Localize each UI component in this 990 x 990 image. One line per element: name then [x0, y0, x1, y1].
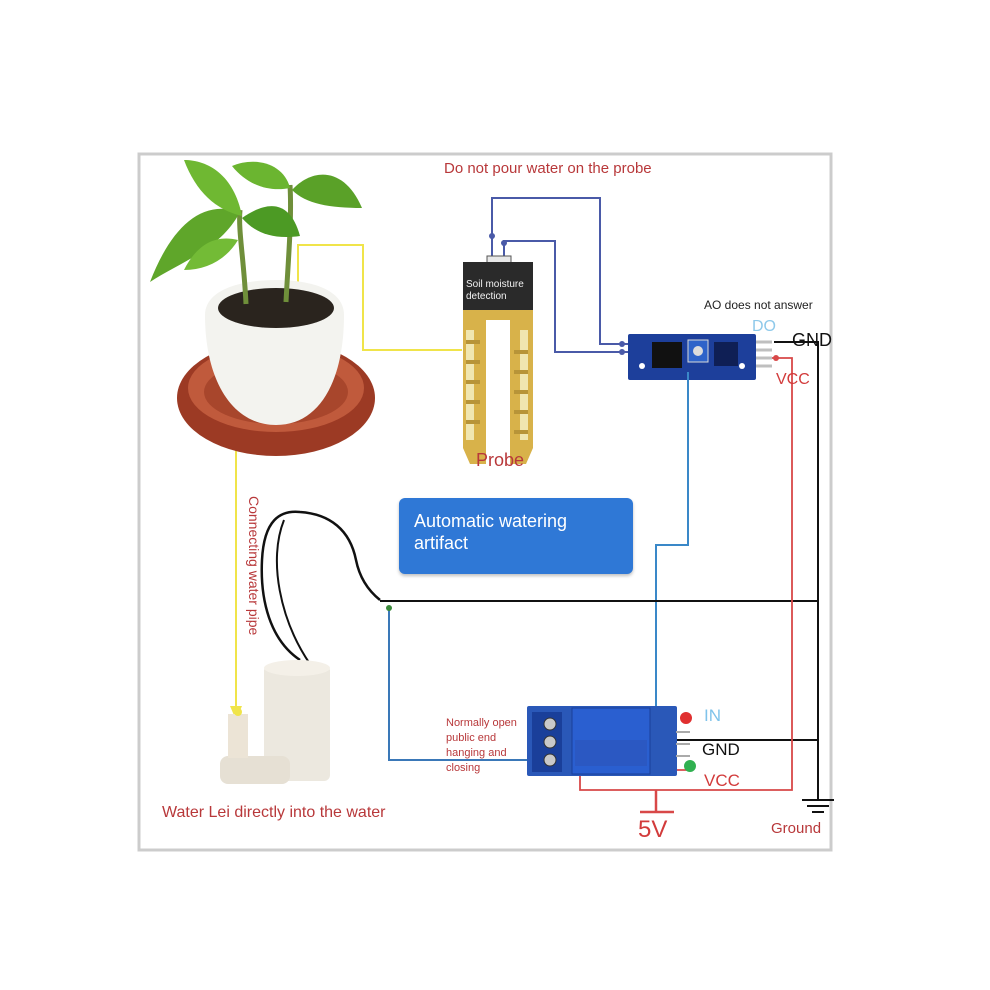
relay-vcc-label: VCC: [704, 771, 740, 790]
sensor-vcc-label: VCC: [776, 371, 810, 388]
banner-title: Automatic watering artifact: [414, 511, 568, 553]
relay-in-label: IN: [704, 706, 721, 725]
probe-wire-1: [491, 197, 630, 345]
relay-module: [527, 706, 696, 776]
probe-warning-label: Do not pour water on the probe: [444, 160, 652, 177]
soil-moisture-probe: [463, 255, 533, 464]
sensor-gnd-label: GND: [792, 330, 832, 350]
ao-note-label: AO does not answer: [704, 298, 813, 312]
do-pin-label: DO: [752, 318, 776, 335]
probe-label: Probe: [476, 450, 525, 470]
gnd-wire: [774, 341, 819, 800]
soil-moisture-label: Soil moisture detection: [466, 279, 524, 302]
plant-pot-illustration: [150, 160, 375, 456]
pump-to-relay-wire: [388, 606, 534, 761]
do-to-in-wire: [655, 372, 689, 712]
water-pump: [220, 510, 381, 784]
relay-gnd-label: GND: [702, 740, 740, 759]
ground-symbol-icon: [802, 799, 834, 813]
probe-wire-2: [503, 240, 630, 353]
supply-label: 5V: [638, 816, 668, 843]
sensor-module: [628, 334, 772, 380]
water-pipe-label: Connecting water pipe: [246, 496, 262, 636]
relay-contacts-label: Normally open public end hanging and clo…: [446, 717, 517, 774]
supply-symbol-icon: [640, 790, 674, 814]
ground-label: Ground: [771, 820, 822, 837]
title-banner: Automatic watering artifact: [399, 498, 633, 574]
pump-note-label: Water Lei directly into the water: [162, 804, 386, 821]
